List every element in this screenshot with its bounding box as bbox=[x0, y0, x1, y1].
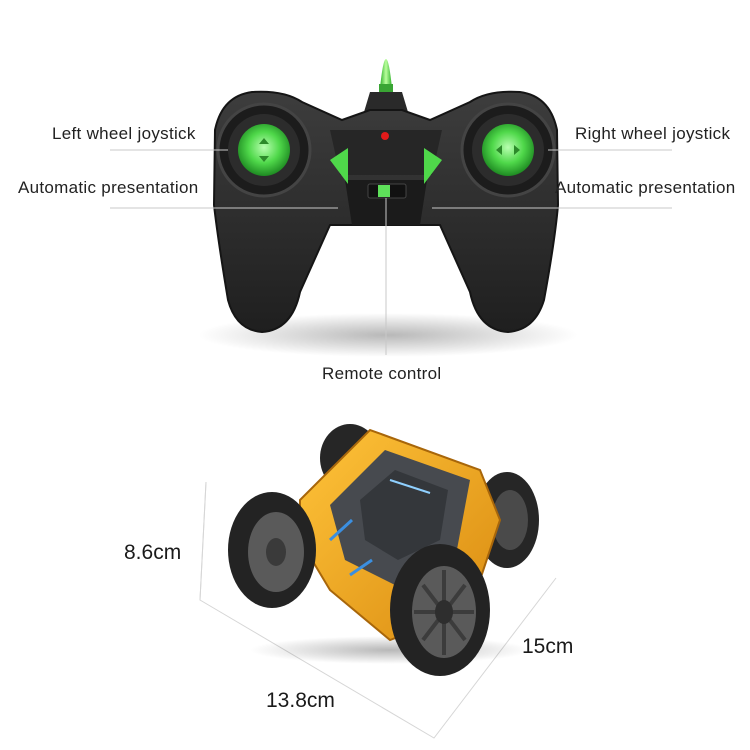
callout-right-automatic-presentation: Automatic presentation bbox=[555, 178, 736, 197]
dimension-width: 13.8cm bbox=[266, 689, 335, 712]
left-auto-button bbox=[330, 148, 348, 184]
stunt-car bbox=[228, 424, 539, 676]
antenna bbox=[364, 59, 408, 112]
dimension-height: 8.6cm bbox=[124, 541, 182, 564]
callout-left-joystick: Left wheel joystick bbox=[52, 124, 196, 143]
dimension-length: 15cm bbox=[522, 635, 574, 658]
controller-shadow bbox=[198, 313, 578, 357]
power-led bbox=[381, 132, 389, 140]
callout-lines bbox=[110, 149, 672, 355]
left-joystick bbox=[216, 102, 312, 198]
right-auto-button bbox=[424, 148, 442, 184]
callout-remote-control: Remote control bbox=[322, 364, 442, 383]
callout-left-automatic-presentation: Automatic presentation bbox=[18, 178, 199, 197]
right-joystick bbox=[460, 102, 556, 198]
callout-right-joystick: Right wheel joystick bbox=[575, 124, 731, 143]
